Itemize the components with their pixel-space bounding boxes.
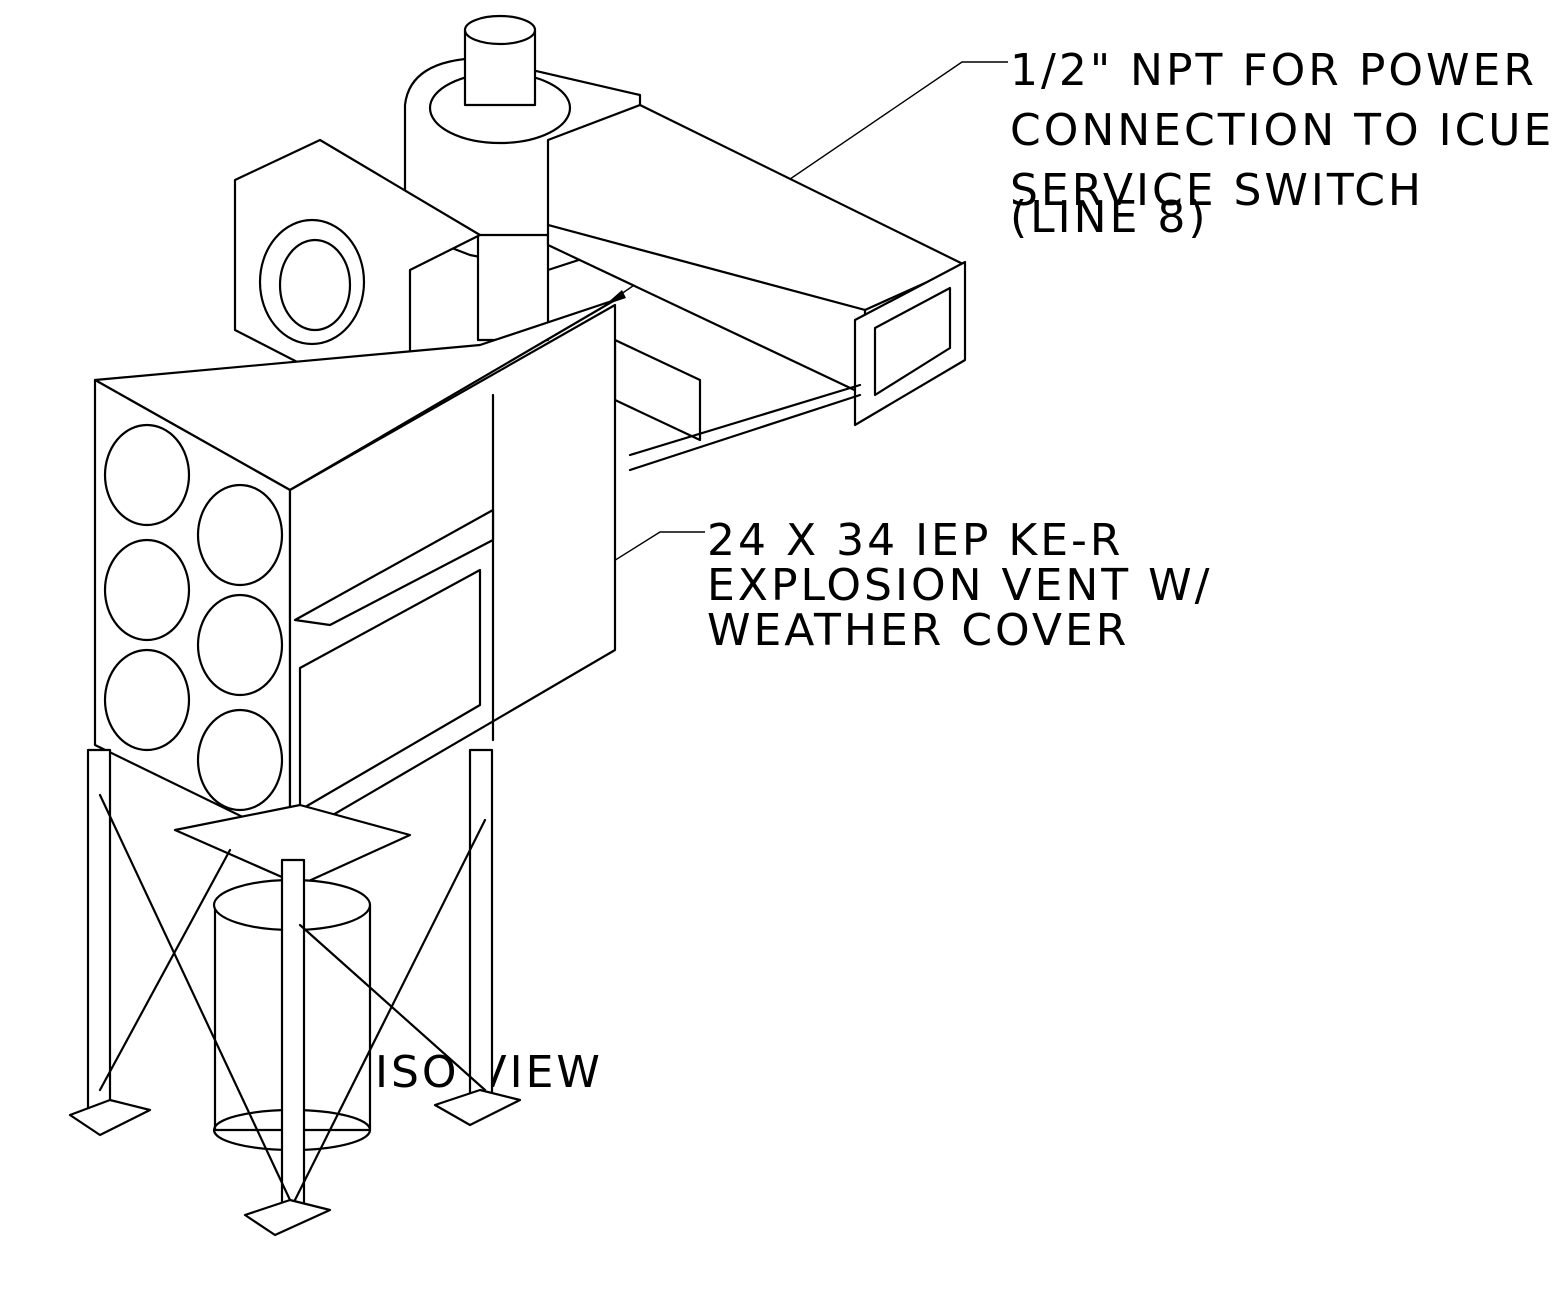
- callout-vent-line-3: WEATHER COVER: [707, 605, 1129, 656]
- callout-power-line-4: (LINE 8): [1010, 192, 1209, 243]
- filter-door: [196, 593, 284, 697]
- filter-doors: [103, 423, 284, 812]
- vent-weather-hood: [293, 508, 495, 627]
- duct-support: [613, 338, 862, 472]
- leg-front-center: [280, 858, 306, 1217]
- duct-outlet-flange: [853, 260, 967, 427]
- duct-top: [546, 103, 967, 312]
- callout-vent-line-2: EXPLOSION VENT W/: [707, 560, 1213, 611]
- discharge-duct: [546, 103, 967, 427]
- callout-explosion-vent: 24 X 34 IEP KE-R EXPLOSION VENT W/ WEATH…: [707, 515, 1213, 656]
- callout-power-line-2: CONNECTION TO ICUE: [1010, 105, 1554, 156]
- callout-power-line-1: 1/2" NPT FOR POWER: [1010, 45, 1537, 96]
- filter-door: [103, 538, 191, 642]
- filter-door: [103, 648, 191, 752]
- brace: [98, 793, 292, 1202]
- filter-door: [196, 483, 284, 587]
- support-bracket: [613, 338, 702, 442]
- fan-inlet-column: [476, 233, 550, 342]
- filter-door: [103, 423, 191, 527]
- brace: [298, 923, 487, 1092]
- support-strut-1: [628, 383, 862, 457]
- brace: [293, 818, 487, 1202]
- callout-power-line-3: SERVICE SWITCH: [1010, 165, 1424, 216]
- leg-front-left: [86, 748, 112, 1117]
- inlet-opening: [278, 238, 352, 332]
- foot-plate: [68, 1098, 152, 1137]
- inlet-box: [233, 138, 482, 422]
- duct-outlet-opening: [873, 286, 952, 397]
- foot-plate: [243, 1198, 332, 1237]
- explosion-vent-panel: [298, 568, 482, 812]
- callout-vent-line-1: 24 X 34 IEP KE-R: [707, 515, 1123, 566]
- hopper-flange: [173, 803, 412, 887]
- motor-cap: [463, 14, 537, 46]
- support-stand: [68, 748, 522, 1237]
- support-strut-2: [628, 393, 862, 472]
- inlet-flange: [258, 218, 366, 346]
- foot-plate: [433, 1088, 522, 1127]
- brace: [98, 848, 232, 1092]
- filter-door: [196, 708, 284, 812]
- callout-power-connection: 1/2" NPT FOR POWER CONNECTION TO ICUE SE…: [1010, 45, 1554, 243]
- leg-back-right: [468, 748, 494, 1102]
